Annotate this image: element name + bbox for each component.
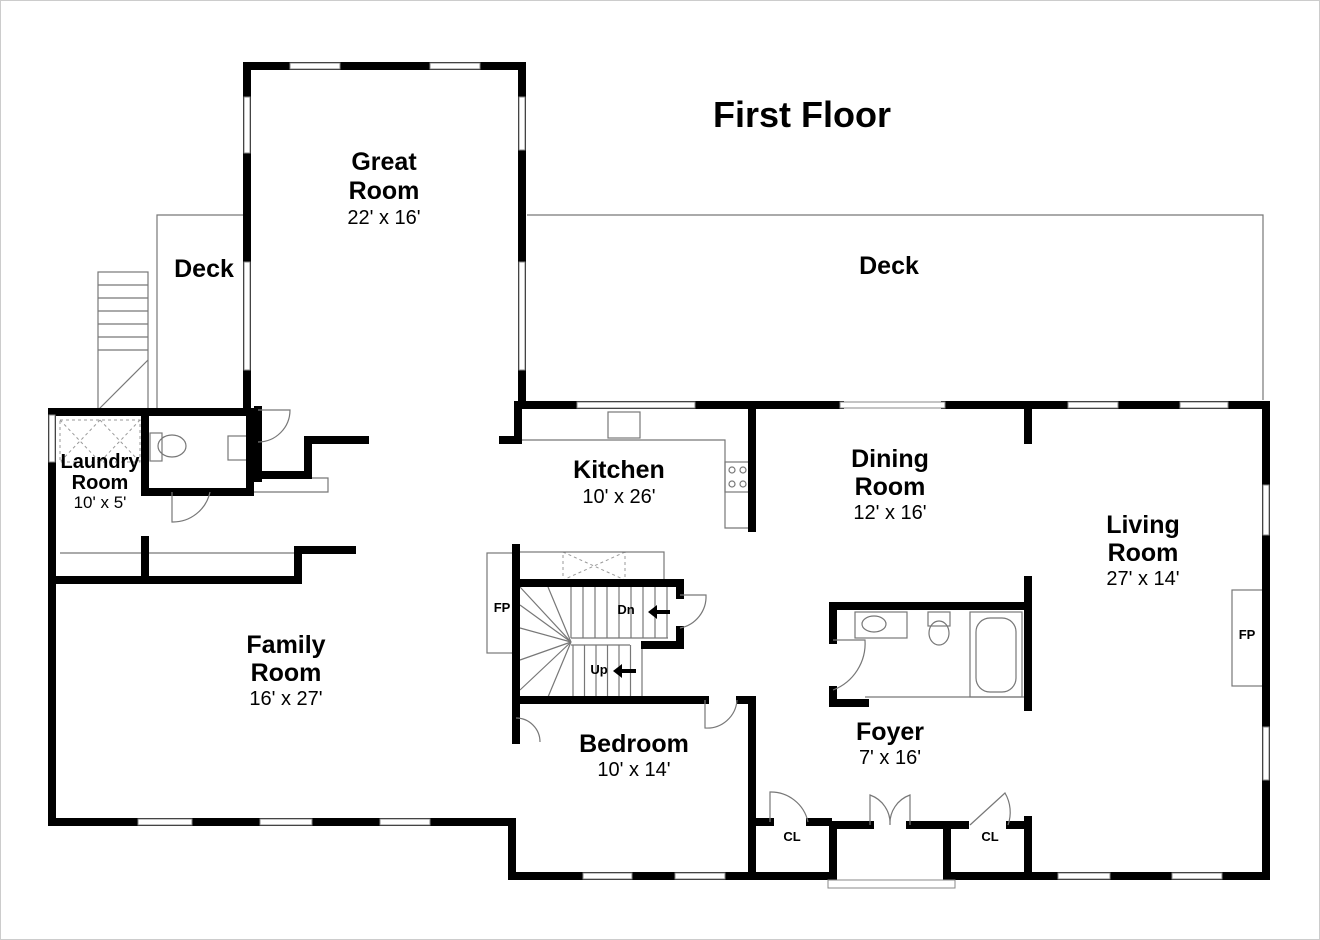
stairs-down-label: Dn: [617, 602, 634, 617]
room-name: Family: [246, 631, 325, 659]
room-name: Room: [855, 473, 926, 501]
room-family: Family Room 16' x 27': [246, 631, 325, 710]
room-great-room: Great Room 22' x 16': [347, 148, 420, 229]
room-name: Room: [1108, 539, 1179, 567]
room-name: Kitchen: [573, 456, 665, 484]
interior-stairs: [519, 586, 668, 698]
room-deck-right: Deck: [859, 252, 919, 280]
deck-outlines: [97, 214, 1264, 411]
room-size: 22' x 16': [347, 207, 420, 229]
room-dining: Dining Room 12' x 16': [851, 445, 929, 524]
room-deck-left: Deck: [174, 255, 234, 283]
room-name: Great: [351, 148, 417, 176]
fireplace-label: FP: [1239, 627, 1256, 642]
room-name: Living: [1106, 511, 1180, 539]
room-size: 10' x 5': [74, 493, 127, 512]
toilet-tank-icon: [927, 611, 951, 627]
stair-tread: [519, 604, 572, 643]
kitchen-sink-icon: [607, 411, 641, 439]
doors: [171, 409, 1011, 826]
sliding-door: [839, 401, 946, 409]
closet-label: CL: [981, 829, 998, 844]
room-size: 27' x 14': [1106, 568, 1179, 590]
toilet-tank-icon: [149, 432, 163, 462]
room-bedroom: Bedroom 10' x 14': [579, 730, 689, 781]
sink-icon: [854, 611, 908, 639]
arrow-left-icon: [648, 605, 670, 619]
stair-tread: [519, 641, 572, 691]
toilet-icon: [928, 620, 950, 646]
room-laundry: Laundry Room 10' x 5': [61, 451, 141, 512]
stair-tread: [547, 586, 572, 643]
room-name: Dining: [851, 445, 929, 473]
stair-tread: [519, 627, 572, 643]
stairs-up-label: Up: [590, 662, 607, 677]
closet-label: CL: [783, 829, 800, 844]
room-name: Laundry: [61, 451, 141, 473]
room-name: Bedroom: [579, 730, 689, 758]
stair-tread: [519, 641, 572, 661]
room-name: Room: [251, 659, 322, 687]
stair-tread: [519, 586, 572, 643]
room-name: Room: [349, 177, 420, 205]
room-size: 10' x 26': [582, 486, 655, 508]
room-foyer: Foyer 7' x 16': [856, 718, 924, 769]
fireplace-label: FP: [494, 600, 511, 615]
sliding-door: [243, 261, 251, 371]
room-living: Living Room 27' x 14': [1106, 511, 1180, 590]
sliding-door: [518, 261, 526, 371]
windows: [48, 62, 1270, 889]
arrow-left-icon: [613, 664, 636, 678]
room-name: Foyer: [856, 718, 924, 746]
front-step: [827, 879, 956, 889]
toilet-icon: [157, 434, 187, 458]
floor-title: First Floor: [713, 94, 891, 135]
room-kitchen: Kitchen 10' x 26': [573, 456, 665, 508]
stair-tread: [547, 641, 572, 698]
bathroom-fixtures: [854, 611, 1028, 698]
room-size: 10' x 14': [597, 759, 670, 781]
room-size: 12' x 16': [853, 502, 926, 524]
laundry-fixtures: [59, 419, 298, 554]
room-size: 7' x 16': [859, 747, 921, 769]
room-size: 16' x 27': [249, 688, 322, 710]
room-name: Room: [72, 472, 129, 494]
exterior-stairs: [97, 271, 149, 411]
